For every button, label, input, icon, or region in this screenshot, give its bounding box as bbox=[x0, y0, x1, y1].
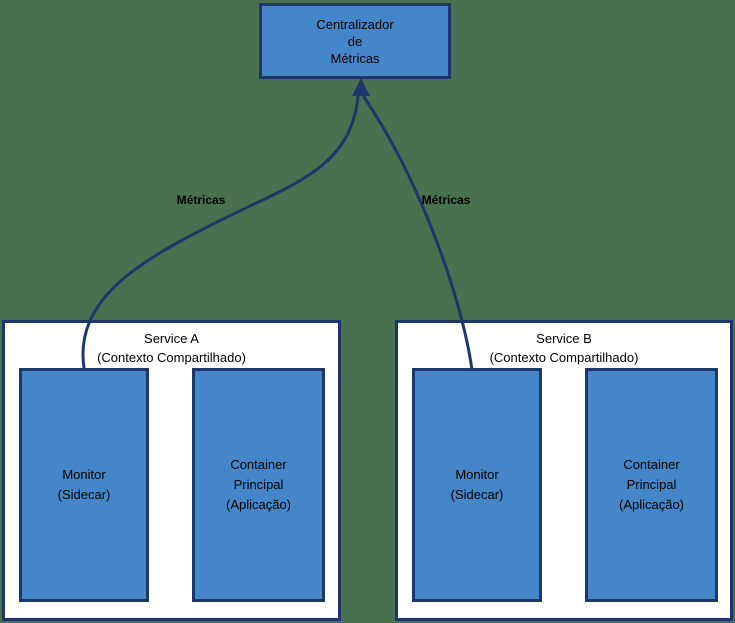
container-a-line-3: (Aplicação) bbox=[225, 497, 292, 512]
container-a-line-1: Container bbox=[230, 457, 287, 472]
group-service-a: Service A (Contexto Compartilhado) Monit… bbox=[2, 320, 341, 621]
node-metrics-centralizer: Centralizador de Métricas bbox=[259, 3, 451, 79]
node-service-b-monitor: Monitor (Sidecar) bbox=[412, 368, 542, 602]
centralizer-line-1: Centralizador bbox=[316, 16, 394, 32]
service-a-header: Service A (Contexto Compartilhado) bbox=[5, 329, 338, 367]
group-service-b: Service B (Contexto Compartilhado) Monit… bbox=[395, 320, 733, 621]
monitor-b-line-1: Monitor bbox=[455, 467, 499, 482]
service-a-title: Service A bbox=[144, 331, 199, 346]
centralizer-line-2: de bbox=[347, 33, 363, 49]
centralizer-line-3: Métricas bbox=[330, 50, 380, 66]
edge-label-metrics-a: Métricas bbox=[176, 193, 226, 207]
service-b-subtitle: (Contexto Compartilhado) bbox=[489, 350, 639, 365]
monitor-b-line-2: (Sidecar) bbox=[450, 487, 504, 502]
arrowhead-up-icon bbox=[352, 78, 370, 96]
node-service-b-container: Container Principal (Aplicação) bbox=[585, 368, 718, 602]
container-b-line-2: Principal bbox=[626, 477, 677, 492]
container-b-line-1: Container bbox=[623, 457, 680, 472]
monitor-a-line-2: (Sidecar) bbox=[57, 487, 111, 502]
container-b-line-3: (Aplicação) bbox=[618, 497, 685, 512]
node-service-a-monitor: Monitor (Sidecar) bbox=[19, 368, 149, 602]
service-b-title: Service B bbox=[536, 331, 592, 346]
service-b-header: Service B (Contexto Compartilhado) bbox=[398, 329, 730, 367]
container-a-line-2: Principal bbox=[233, 477, 284, 492]
edge-label-metrics-b: Métricas bbox=[421, 193, 471, 207]
node-service-a-container: Container Principal (Aplicação) bbox=[192, 368, 325, 602]
monitor-a-line-1: Monitor bbox=[62, 467, 106, 482]
service-a-subtitle: (Contexto Compartilhado) bbox=[97, 350, 246, 365]
